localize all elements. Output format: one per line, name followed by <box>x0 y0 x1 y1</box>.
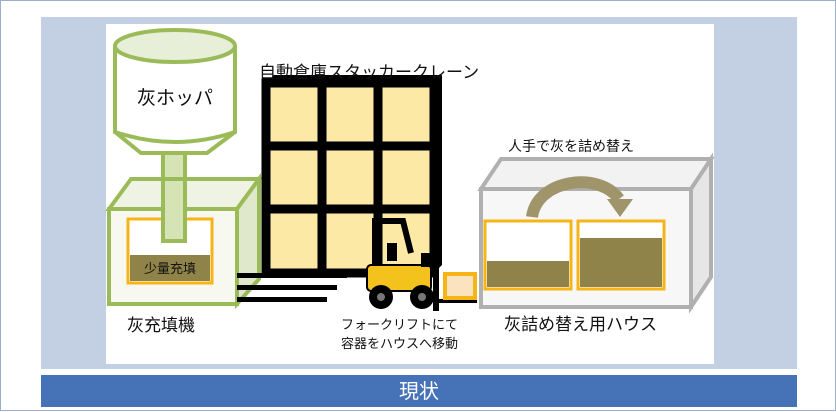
container-left-ash <box>487 261 569 287</box>
forklift-forks <box>437 299 477 303</box>
forklift: フォークリフトにて 容器をハウスへ移動 <box>341 218 477 352</box>
crane-rails <box>237 273 347 302</box>
hopper-label: 灰ホッパ <box>137 87 213 109</box>
forklift-cab <box>372 218 414 266</box>
container-right-ash <box>580 238 662 287</box>
transfer-house: 人手で灰を詰め替え 灰詰め替え用ハウス <box>477 139 715 335</box>
house-label: 灰詰め替え用ハウス <box>504 315 657 335</box>
manual-label: 人手で灰を詰め替え <box>508 139 634 155</box>
forklift-mast <box>433 233 439 311</box>
forklift-label-line1: フォークリフトにて <box>341 318 458 333</box>
stacker-crane-rack: 自動倉庫スタッカークレーン <box>237 63 479 302</box>
crane-label: 自動倉庫スタッカークレーン <box>259 63 479 83</box>
small-fill-label: 少量充填 <box>144 261 196 277</box>
forklift-body <box>366 264 432 292</box>
forklift-wheel-arch <box>421 253 433 267</box>
hopper-body <box>113 46 237 144</box>
carried-container <box>443 272 477 300</box>
filler-label: 灰充填機 <box>127 316 195 336</box>
forklift-seat <box>387 243 397 261</box>
footer-title: 現状 <box>399 379 439 403</box>
transfer-arrow-curve <box>526 176 624 219</box>
filler-pipe <box>161 177 187 243</box>
rack-depth <box>266 75 442 273</box>
small-container-ash <box>130 255 210 281</box>
forklift-label-line2: 容器をハウスへ移動 <box>341 336 458 352</box>
hopper-top <box>113 28 237 64</box>
ash-hopper: 灰ホッパ <box>113 28 237 241</box>
house-side <box>689 152 713 314</box>
transfer-arrowhead <box>607 199 633 217</box>
footer-banner: 現状 <box>41 375 797 407</box>
filling-machine: 少量充填 灰充填機 <box>105 172 263 336</box>
